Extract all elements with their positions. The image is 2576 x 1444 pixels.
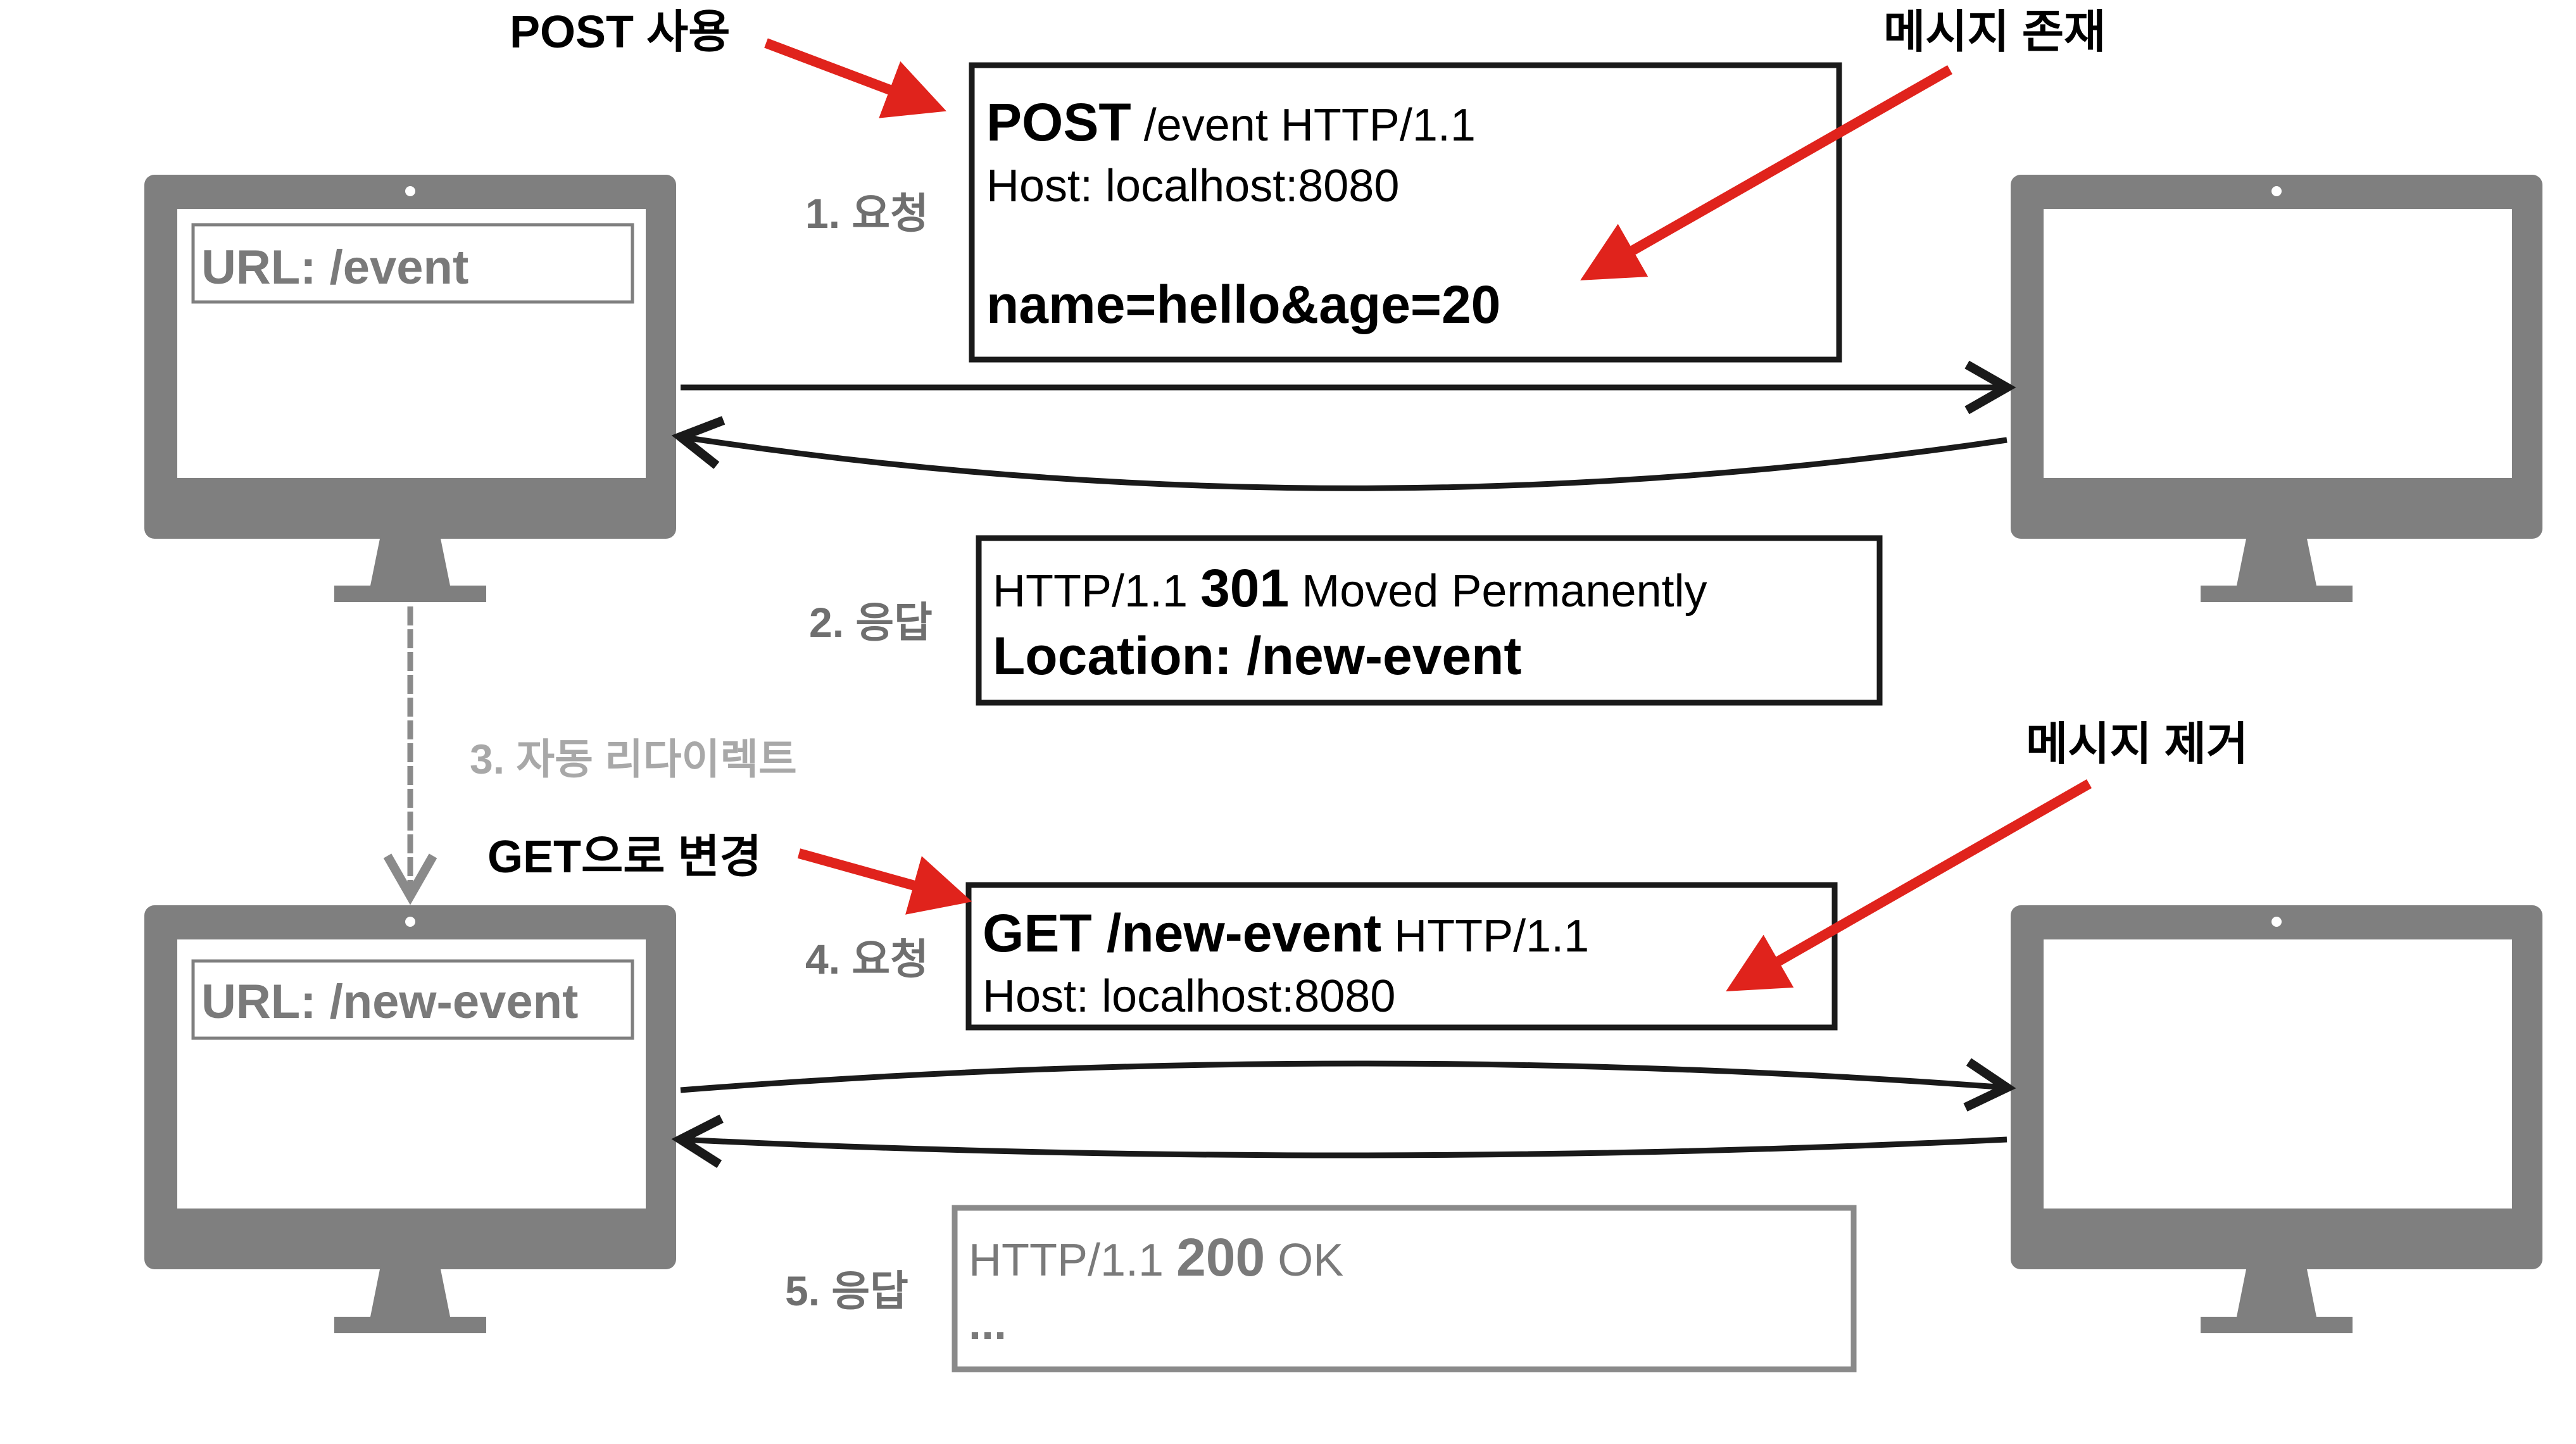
step-5-label: 5. 응답: [785, 1267, 908, 1314]
server-monitor-top: [2011, 175, 2542, 602]
response-arrow-top: [671, 416, 2007, 491]
client-monitor-top: URL: /event: [144, 175, 676, 602]
url-text-top: URL: /event: [201, 241, 468, 294]
response2-proto: HTTP/1.1: [993, 566, 1200, 617]
response-message-5: HTTP/1.1 200 OK ...: [952, 1205, 1857, 1372]
note-exists-arrow: [1580, 65, 1952, 280]
response-message-2: HTTP/1.1 301 Moved Permanently Location:…: [976, 535, 1883, 706]
response5-code: 200: [1176, 1227, 1265, 1287]
response2-code: 301: [1200, 558, 1289, 618]
response2-reason: Moved Permanently: [1289, 566, 1707, 617]
note-message-removed: 메시지 제거: [2026, 719, 2248, 770]
server-monitor-bottom: [2011, 905, 2542, 1333]
url-text-bottom: URL: /new-event: [201, 975, 578, 1029]
svg-text:POST /event HTTP/1.1: POST /event HTTP/1.1: [986, 92, 1476, 152]
note-post-use: POST 사용: [510, 7, 731, 58]
note-get-change: GET으로 변경: [487, 832, 762, 882]
svg-text:GET /new-event HTTP/1.1: GET /new-event HTTP/1.1: [983, 903, 1589, 963]
url-bar-bottom[interactable]: [191, 959, 634, 1040]
svg-text:HTTP/1.1 200 OK: HTTP/1.1 200 OK: [969, 1227, 1343, 1287]
request-message-4: GET /new-event HTTP/1.1 Host: localhost:…: [965, 882, 1838, 1031]
note-get-arrow: [797, 848, 972, 915]
request-arrow-bottom: [680, 1058, 2016, 1112]
response5-ellipsis: ...: [969, 1298, 1007, 1349]
url-bar-top[interactable]: [191, 223, 634, 304]
note-removed-arrow: [1726, 779, 2092, 991]
request1-body: name=hello&age=20: [986, 275, 1500, 334]
response-arrow-bottom: [671, 1114, 2007, 1169]
svg-text:HTTP/1.1 301 Moved Permanently: HTTP/1.1 301 Moved Permanently: [993, 558, 1707, 618]
response5-reason: OK: [1265, 1235, 1343, 1286]
request-message-1: POST /event HTTP/1.1 Host: localhost:808…: [969, 62, 1842, 363]
request1-line: /event HTTP/1.1: [1131, 100, 1476, 151]
response5-proto: HTTP/1.1: [969, 1235, 1176, 1286]
note-post-arrow: [764, 38, 946, 118]
step-1-label: 1. 요청: [805, 190, 929, 237]
request4-line: GET /new-event: [983, 903, 1381, 963]
request4-proto: HTTP/1.1: [1381, 911, 1589, 962]
request4-host: Host: localhost:8080: [983, 971, 1395, 1022]
request1-host: Host: localhost:8080: [986, 161, 1399, 211]
client-monitor-bottom: URL: /new-event: [144, 905, 676, 1333]
step-4-label: 4. 요청: [805, 936, 929, 983]
step-3-label: 3. 자동 리다이렉트: [470, 736, 797, 782]
request1-method: POST: [986, 92, 1131, 152]
response2-location: Location: /new-event: [993, 626, 1521, 686]
note-message-exists: 메시지 존재: [1883, 7, 2106, 58]
step-2-label: 2. 응답: [809, 599, 933, 646]
